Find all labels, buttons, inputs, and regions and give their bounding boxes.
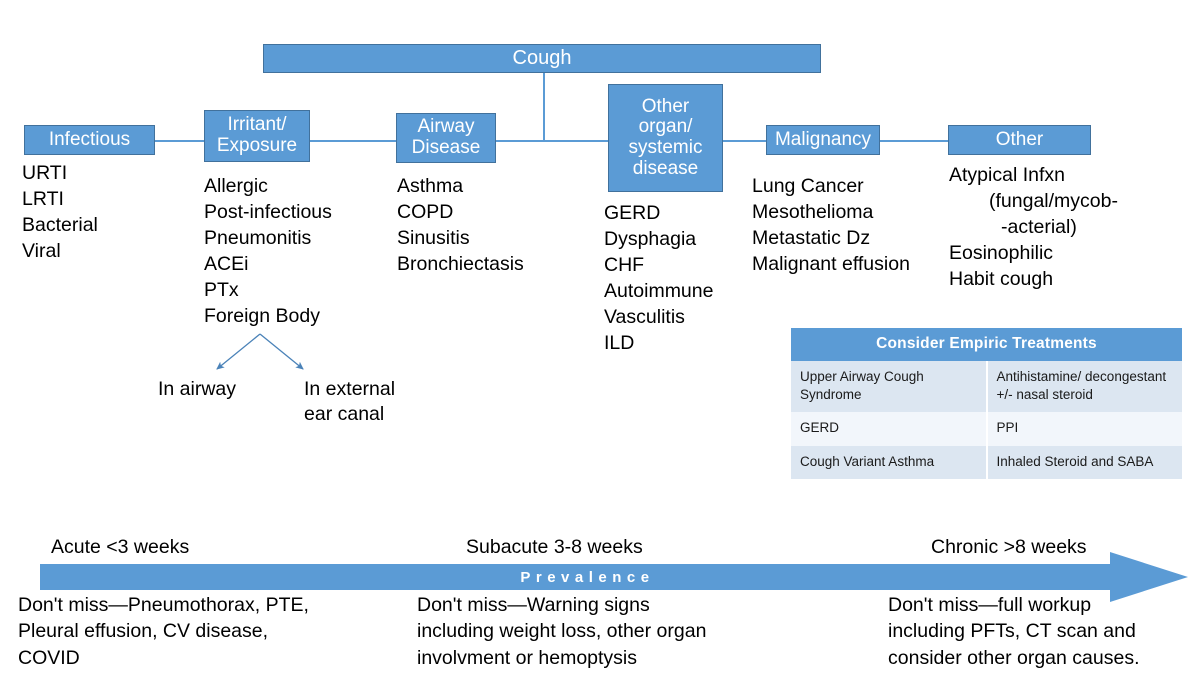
list-item: ACEi bbox=[204, 253, 249, 276]
list-item: CHF bbox=[604, 254, 645, 277]
list-item: Foreign Body bbox=[204, 305, 320, 328]
list-item: Pneumonitis bbox=[204, 227, 312, 250]
branch-label-in-airway: In airway bbox=[158, 377, 236, 402]
connector-otherorgan-malignancy bbox=[723, 140, 767, 142]
list-item: Autoimmune bbox=[604, 280, 714, 303]
empiric-table-title: Consider Empiric Treatments bbox=[791, 328, 1182, 361]
list-item: Dysphagia bbox=[604, 228, 697, 251]
connector-root-drop bbox=[543, 73, 545, 141]
connector-airway-otherorgan bbox=[496, 140, 608, 142]
node-airway-disease-label-line1: Airway bbox=[417, 116, 475, 138]
itemlist-malignancy: Lung Cancer Mesothelioma Metastatic Dz M… bbox=[752, 173, 910, 277]
branch-label-ear-canal-line1: In external bbox=[304, 378, 396, 400]
node-malignancy-label: Malignancy bbox=[774, 128, 872, 150]
dont-miss-chronic: Don't miss—full workup including PFTs, C… bbox=[888, 592, 1139, 671]
dont-miss-chronic-line1: Don't miss—full workup bbox=[888, 594, 1092, 616]
list-item: (fungal/mycob- bbox=[989, 190, 1118, 213]
table-row: GERD PPI bbox=[791, 412, 1182, 446]
list-item: Bacterial bbox=[22, 214, 98, 237]
node-other-organ-label-line4: disease bbox=[632, 157, 699, 179]
node-cough-root-label: Cough bbox=[512, 46, 572, 69]
list-item: Viral bbox=[22, 240, 61, 263]
list-item: Asthma bbox=[397, 175, 464, 197]
phase-label-chronic: Chronic >8 weeks bbox=[931, 536, 1087, 558]
list-item: -acterial) bbox=[1001, 216, 1077, 239]
dont-miss-chronic-line2: including PFTs, CT scan and bbox=[888, 620, 1136, 643]
connector-infectious-irritant bbox=[154, 140, 205, 142]
list-item: Allergic bbox=[204, 175, 268, 197]
list-item: Malignant effusion bbox=[752, 253, 910, 276]
itemlist-other-organ-systemic-disease: GERD Dysphagia CHF Autoimmune Vasculitis… bbox=[604, 200, 713, 356]
itemlist-infectious: URTI LRTI Bacterial Viral bbox=[22, 160, 98, 264]
node-irritant-exposure[interactable]: Irritant/ Exposure bbox=[204, 110, 310, 162]
node-other-organ-label-line1: Other bbox=[641, 95, 690, 117]
dont-miss-chronic-line3: consider other organ causes. bbox=[888, 646, 1140, 669]
list-item: Bronchiectasis bbox=[397, 253, 524, 276]
itemlist-other: Atypical Infxn (fungal/mycob- -acterial)… bbox=[949, 162, 1118, 292]
node-other-label: Other bbox=[995, 128, 1044, 150]
list-item: Eosinophilic bbox=[949, 242, 1054, 265]
list-item: GERD bbox=[604, 202, 661, 224]
list-item: COPD bbox=[397, 201, 454, 224]
list-item: Post-infectious bbox=[204, 201, 332, 224]
dont-miss-subacute-line3: involvment or hemoptysis bbox=[417, 646, 638, 669]
empiric-treatments-table: Consider Empiric Treatments Upper Airway… bbox=[791, 328, 1182, 479]
list-item: URTI bbox=[22, 162, 68, 184]
node-irritant-exposure-label-line2: Exposure bbox=[216, 135, 298, 156]
node-infectious-label: Infectious bbox=[48, 128, 131, 150]
node-irritant-exposure-label-line1: Irritant/ bbox=[227, 114, 287, 136]
dont-miss-subacute: Don't miss—Warning signs including weigh… bbox=[417, 592, 706, 671]
list-item: Vasculitis bbox=[604, 306, 685, 329]
list-item: Atypical Infxn bbox=[949, 164, 1065, 186]
connector-malignancy-other bbox=[879, 140, 949, 142]
table-cell-treatment: Inhaled Steroid and SABA bbox=[986, 445, 1182, 479]
itemlist-irritant-exposure: Allergic Post-infectious Pneumonitis ACE… bbox=[204, 173, 332, 329]
dont-miss-subacute-line1: Don't miss—Warning signs bbox=[417, 594, 650, 616]
node-other-organ-systemic-disease[interactable]: Other organ/ systemic disease bbox=[608, 84, 723, 192]
table-row: Cough Variant Asthma Inhaled Steroid and… bbox=[791, 445, 1182, 479]
dont-miss-subacute-line2: including weight loss, other organ bbox=[417, 620, 707, 643]
list-item: Sinusitis bbox=[397, 227, 470, 250]
branch-label-in-external-ear-canal: In external ear canal bbox=[304, 377, 395, 428]
foreign-body-branch-arrows bbox=[216, 333, 304, 370]
list-item: ILD bbox=[604, 332, 635, 355]
branch-label-ear-canal-line2: ear canal bbox=[304, 403, 385, 426]
node-malignancy[interactable]: Malignancy bbox=[766, 125, 880, 155]
table-cell-condition: GERD bbox=[791, 412, 988, 446]
table-cell-treatment: Antihistamine/ decongestant +/- nasal st… bbox=[986, 361, 1182, 413]
node-cough-root[interactable]: Cough bbox=[263, 44, 821, 73]
node-other[interactable]: Other bbox=[948, 125, 1091, 155]
prevalence-arrow-shape bbox=[40, 552, 1188, 602]
list-item: Habit cough bbox=[949, 268, 1054, 291]
list-item: Lung Cancer bbox=[752, 175, 864, 197]
list-item: LRTI bbox=[22, 188, 64, 211]
dont-miss-acute-line1: Don't miss—Pneumothorax, PTE, bbox=[18, 594, 309, 616]
list-item: PTx bbox=[204, 279, 239, 302]
phase-label-acute: Acute <3 weeks bbox=[51, 536, 190, 558]
node-airway-disease[interactable]: Airway Disease bbox=[396, 113, 496, 163]
dont-miss-acute: Don't miss—Pneumothorax, PTE, Pleural ef… bbox=[18, 592, 309, 671]
node-other-organ-label-line3: systemic bbox=[628, 137, 703, 158]
list-item: Metastatic Dz bbox=[752, 227, 871, 250]
node-other-organ-label-line2: organ/ bbox=[638, 116, 693, 138]
table-cell-condition: Upper Airway Cough Syndrome bbox=[791, 361, 988, 413]
connector-irritant-airway bbox=[309, 140, 396, 142]
prevalence-arrow: Prevalence bbox=[40, 552, 1188, 602]
node-airway-disease-label-line2: Disease bbox=[411, 137, 481, 158]
table-row: Upper Airway Cough Syndrome Antihistamin… bbox=[791, 361, 1182, 413]
table-cell-condition: Cough Variant Asthma bbox=[791, 445, 988, 479]
phase-label-subacute: Subacute 3-8 weeks bbox=[466, 536, 643, 558]
table-cell-treatment: PPI bbox=[986, 412, 1182, 446]
branch-label-in-airway-line1: In airway bbox=[158, 378, 237, 400]
node-infectious[interactable]: Infectious bbox=[24, 125, 155, 155]
dont-miss-acute-line3: COVID bbox=[18, 646, 80, 669]
dont-miss-acute-line2: Pleural effusion, CV disease, bbox=[18, 620, 269, 643]
list-item: Mesothelioma bbox=[752, 201, 874, 224]
itemlist-airway-disease: Asthma COPD Sinusitis Bronchiectasis bbox=[397, 173, 524, 277]
